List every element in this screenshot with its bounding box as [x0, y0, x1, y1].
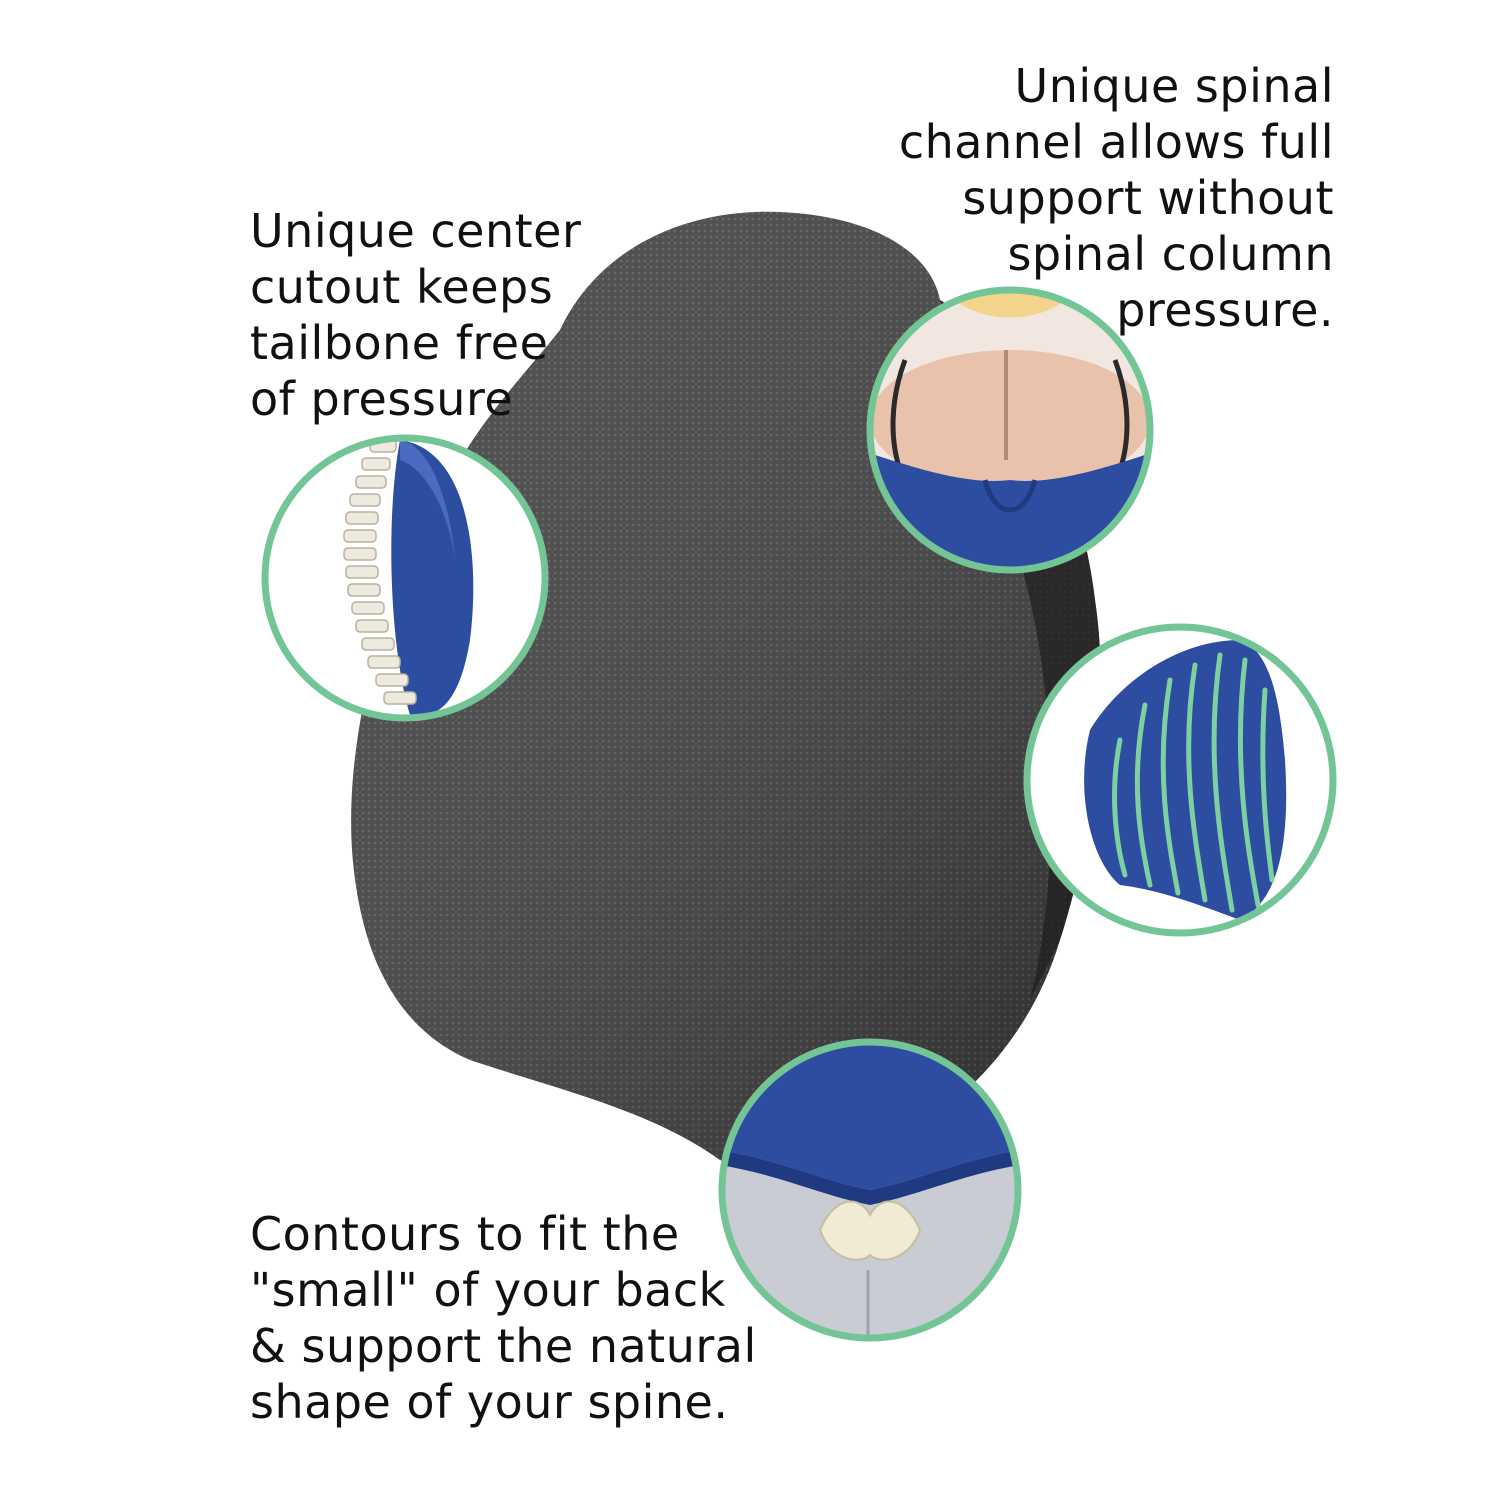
back-detail-circle [866, 286, 1154, 574]
spinal-channel-line: pressure. [1116, 283, 1334, 337]
contours-line: Contours to fit the [250, 1207, 680, 1261]
spine-detail-circle [261, 434, 549, 722]
spinal-channel-caption: Unique spinal channel allows full suppor… [899, 58, 1334, 338]
spinal-channel-line: support without [962, 171, 1334, 225]
center-cutout-line: cutout keeps [250, 260, 554, 314]
cooling-lines-circle [1023, 623, 1337, 937]
contours-line: & support the natural [250, 1319, 757, 1373]
contours-caption: Contours to fit the "small" of your back… [250, 1206, 757, 1430]
center-cutout-line: tailbone free [250, 316, 549, 370]
contours-line: shape of your spine. [250, 1375, 729, 1429]
spinal-channel-line: channel allows full [898, 115, 1334, 169]
spinal-channel-line: Unique spinal [1014, 59, 1334, 113]
spinal-channel-line: spinal column [1007, 227, 1334, 281]
center-cutout-line: of pressure [250, 372, 514, 426]
center-cutout-line: Unique center [250, 204, 582, 258]
contours-line: "small" of your back [250, 1263, 726, 1317]
pelvis-detail-circle [718, 1038, 1022, 1342]
center-cutout-caption: Unique center cutout keeps tailbone free… [250, 203, 581, 427]
